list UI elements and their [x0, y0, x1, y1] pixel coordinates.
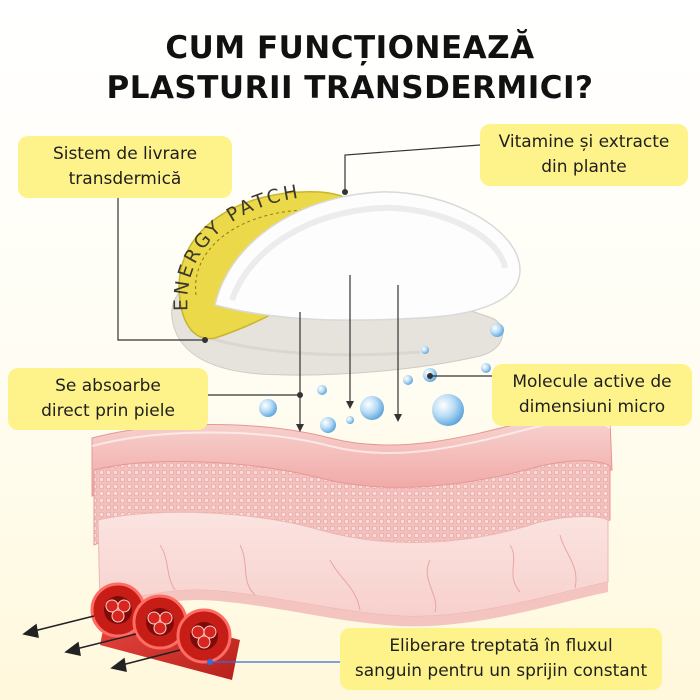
callout-delivery-system-line-2: transdermică: [68, 169, 182, 189]
vessel-2: [132, 594, 188, 650]
blood-flow-arrows: [22, 615, 181, 672]
leader-lines: [117, 144, 498, 663]
skin-base-layer: [100, 582, 608, 627]
page-title-line-2: PLASTURII TRANSDERMICI?: [106, 70, 594, 106]
callout-vitamins-line-1: Vitamine și extracte: [498, 132, 670, 152]
callout-release-line-1: Eliberare treptată în fluxul: [389, 636, 613, 656]
patch-white-liner: [214, 191, 521, 321]
leader-dots: [202, 189, 433, 665]
callout-vitamins-line-2: din plante: [541, 157, 627, 177]
callout-absorbed-line-2: direct prin piele: [41, 401, 175, 421]
leader-arrowheads: [296, 401, 402, 432]
callout-release-line-2: sanguin pentru un sprijin constant: [354, 661, 648, 681]
callout-release: Eliberare treptată în fluxul sanguin pen…: [340, 628, 662, 690]
callout-vitamins: Vitamine și extracte din plante: [480, 124, 688, 186]
callout-delivery-system-line-1: Sistem de livrare: [52, 144, 198, 164]
callout-absorbed: Se absoarbe direct prin piele: [8, 368, 208, 430]
callout-delivery-system: Sistem de livrare transdermică: [18, 136, 232, 198]
active-molecules: [259, 323, 504, 433]
callout-absorbed-line-1: Se absoarbe: [55, 376, 161, 396]
callout-molecules-line-2: dimensiuni micro: [518, 397, 666, 417]
vessel-3: [176, 608, 232, 664]
blood-vessels: [90, 582, 240, 680]
callout-molecules-line-1: Molecule active de: [512, 372, 672, 392]
page-title-line-1: CUM FUNCȚIONEAZĂ: [165, 30, 535, 66]
callout-molecules: Molecule active de dimensiuni micro: [492, 364, 692, 426]
